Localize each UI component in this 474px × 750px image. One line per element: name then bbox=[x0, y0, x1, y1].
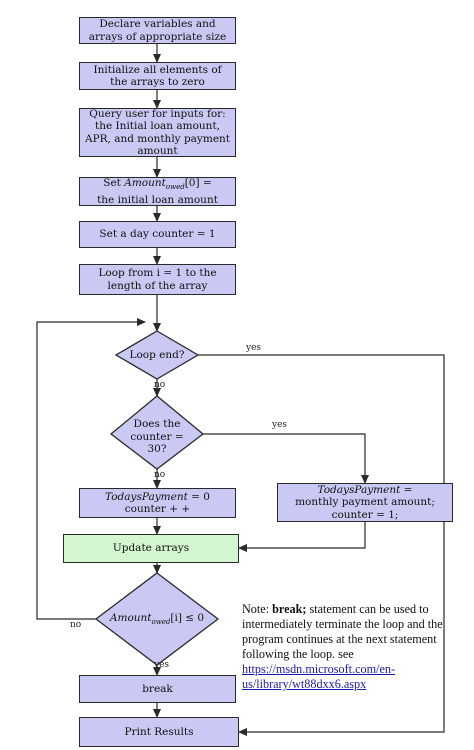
note-keyword: break; bbox=[272, 602, 307, 616]
payment-zero-var: TodaysPayment bbox=[105, 490, 188, 503]
query-user-box: Query user for inputs for: the Initial l… bbox=[79, 108, 236, 157]
declare-variables-box: Declare variables and arrays of appropri… bbox=[79, 17, 236, 44]
query-user-text: Query user for inputs for: the Initial l… bbox=[84, 107, 231, 158]
loop-box: Loop from i = 1 to the length of the arr… bbox=[79, 264, 236, 295]
amount-check-var: Amount bbox=[109, 612, 152, 624]
update-arrays-text: Update arrays bbox=[112, 542, 190, 555]
arrow-amountcheck-no-loopback bbox=[36, 318, 146, 620]
arrow-loopend-yes bbox=[198, 354, 445, 736]
payment-monthly-var: TodaysPayment bbox=[317, 483, 401, 496]
note-link[interactable]: https://msdn.microsoft.com/en-us/library… bbox=[242, 662, 396, 691]
declare-variables-text: Declare variables and arrays of appropri… bbox=[88, 18, 227, 43]
payment-monthly-line2: monthly payment amount; bbox=[295, 496, 435, 509]
edge-label-amount-no: no bbox=[70, 620, 82, 630]
payment-zero-text: TodaysPayment = 0 counter + + bbox=[105, 491, 210, 516]
break-box: break bbox=[79, 675, 236, 703]
break-note: Note: break; statement can be used to in… bbox=[242, 602, 474, 692]
set-day-counter-box: Set a day counter = 1 bbox=[79, 221, 236, 248]
arrow-paymentmonthly-update bbox=[238, 522, 366, 552]
decision-amount-shape bbox=[94, 572, 220, 666]
break-text: break bbox=[142, 682, 173, 695]
set-day-counter-text: Set a day counter = 1 bbox=[99, 228, 216, 241]
amount-check-rest: [i] ≤ 0 bbox=[170, 612, 205, 624]
edge-label-loop-end-no: no bbox=[154, 380, 166, 390]
edge-label-loop-end-yes: yes bbox=[246, 343, 262, 353]
loop-text: Loop from i = 1 to the length of the arr… bbox=[98, 267, 217, 292]
set-amount-owed-text: Set Amountowed[0] = the initial loan amo… bbox=[97, 177, 218, 206]
payment-zero-line2: counter + + bbox=[124, 503, 191, 515]
set-amount-pre: Set bbox=[103, 176, 121, 189]
edge-label-counter-yes: yes bbox=[272, 420, 288, 430]
payment-monthly-text: TodaysPayment = monthly payment amount; … bbox=[295, 484, 435, 522]
decision-loop-end-shape bbox=[114, 330, 200, 380]
initialize-arrays-text: Initialize all elements of the arrays to… bbox=[93, 63, 222, 89]
payment-monthly-box: TodaysPayment = monthly payment amount; … bbox=[277, 483, 453, 522]
amount-check-sub: owed bbox=[151, 618, 171, 627]
initialize-arrays-box: Initialize all elements of the arrays to… bbox=[79, 62, 236, 90]
edge-label-counter-no: no bbox=[154, 470, 166, 480]
amount-check-label: Amountowed[i] ≤ 0 bbox=[100, 612, 214, 629]
set-amount-owed-box: Set Amountowed[0] = the initial loan amo… bbox=[79, 177, 236, 206]
payment-monthly-line3: counter = 1; bbox=[331, 508, 399, 521]
print-results-box: Print Results bbox=[79, 717, 239, 747]
set-amount-line2: the initial loan amount bbox=[97, 193, 218, 206]
payment-monthly-eq: = bbox=[400, 483, 413, 496]
print-results-text: Print Results bbox=[124, 725, 194, 738]
payment-zero-eq: = 0 bbox=[187, 490, 210, 503]
decision-counter-shape bbox=[109, 395, 205, 470]
counter-check-label: Does the counter = 30? bbox=[130, 418, 184, 455]
set-amount-var: Amount bbox=[124, 176, 166, 189]
payment-zero-box: TodaysPayment = 0 counter + + bbox=[79, 488, 236, 518]
loop-end-label: Loop end? bbox=[129, 349, 185, 361]
note-prefix: Note: bbox=[242, 602, 273, 616]
update-arrays-box: Update arrays bbox=[63, 534, 239, 563]
set-amount-sub: owed bbox=[165, 183, 185, 192]
edge-label-amount-yes: yes bbox=[154, 660, 170, 670]
set-amount-post: [0] = bbox=[184, 176, 212, 189]
arrow-counter-yes bbox=[203, 433, 369, 484]
note-text: statement can be used to intermediately … bbox=[242, 602, 443, 661]
